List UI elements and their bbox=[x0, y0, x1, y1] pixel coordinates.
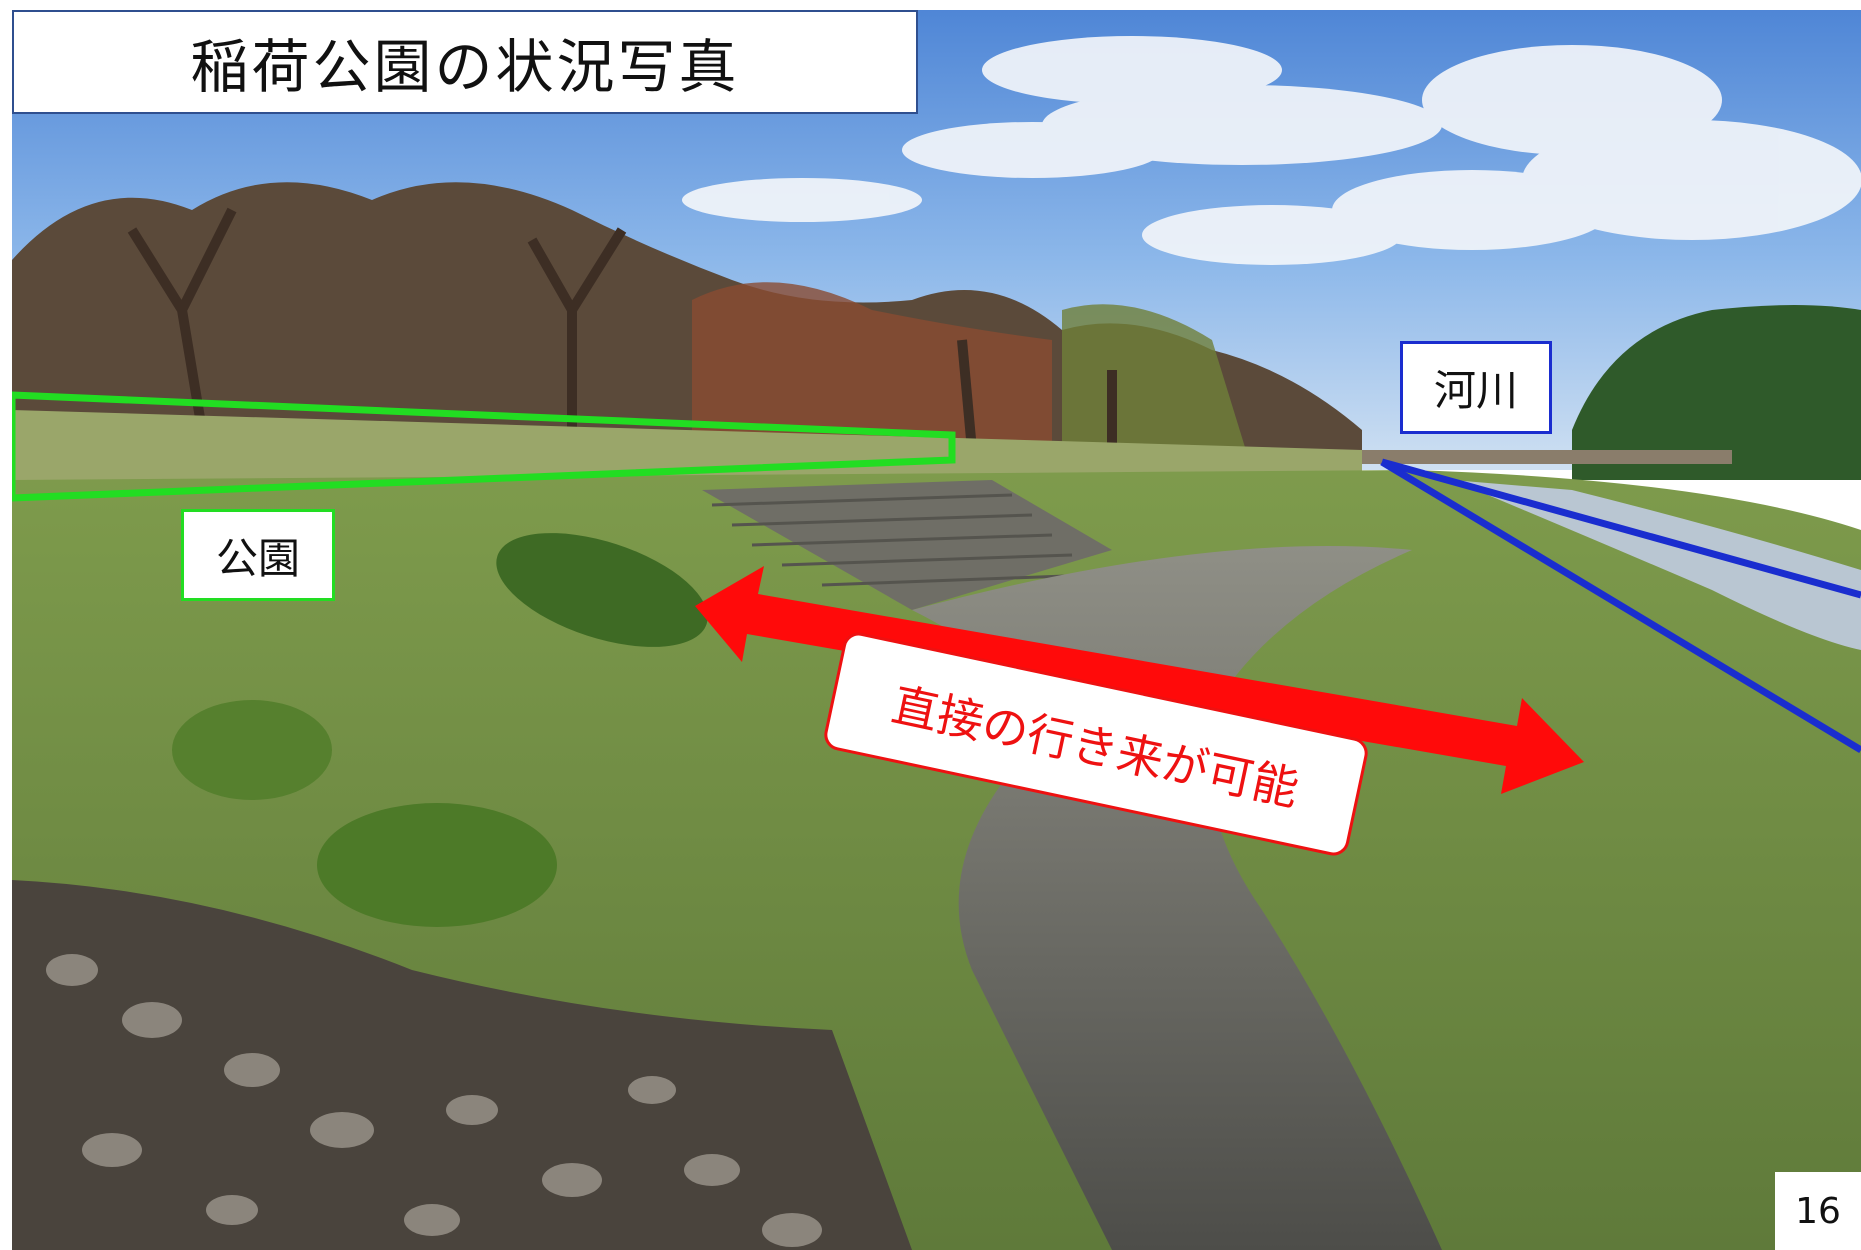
park-label: 公園 bbox=[215, 533, 300, 583]
slide-title-box: 稲荷公園の状況写真 bbox=[12, 10, 918, 114]
river-label: 河川 bbox=[1433, 366, 1518, 415]
page-number: 16 bbox=[1795, 1190, 1841, 1232]
park-label-box: 公園 bbox=[181, 509, 335, 601]
river-label-box: 河川 bbox=[1400, 341, 1552, 434]
slide-title: 稲荷公園の状況写真 bbox=[190, 33, 740, 101]
page-number-box: 16 bbox=[1775, 1172, 1861, 1250]
park-river-photo bbox=[12, 10, 1861, 1250]
